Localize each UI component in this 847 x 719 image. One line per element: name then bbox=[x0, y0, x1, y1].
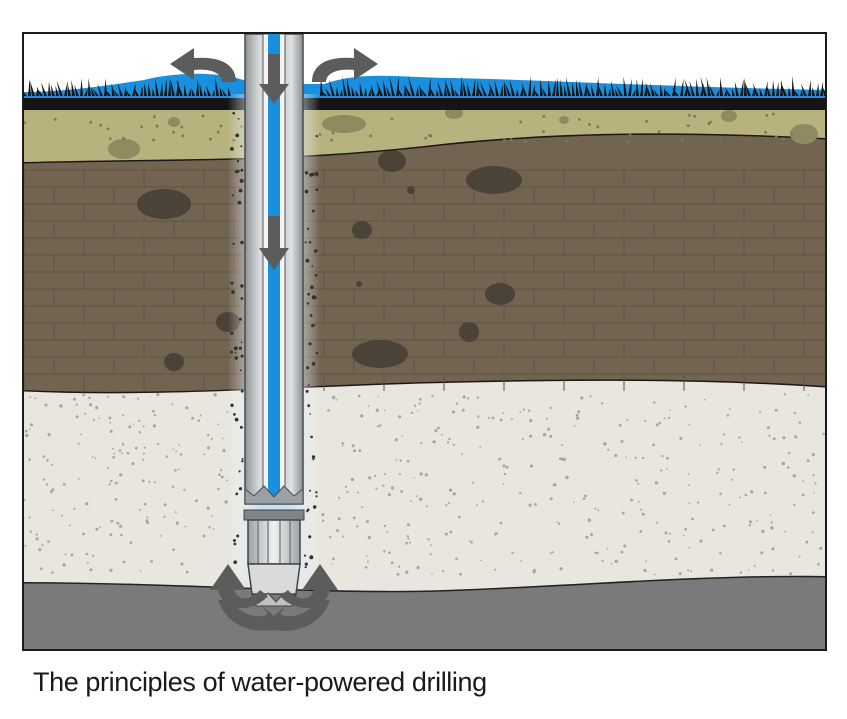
curved-arrow-icon bbox=[170, 48, 236, 82]
grass bbox=[24, 76, 825, 96]
topsoil-layer bbox=[24, 108, 825, 162]
curved-arrow-icon bbox=[210, 564, 282, 631]
cuttings-particles bbox=[230, 111, 319, 569]
sand-dots bbox=[24, 392, 825, 576]
arrow-down-icon bbox=[259, 216, 289, 270]
drill-bit bbox=[243, 509, 305, 607]
clay-brick-lines bbox=[24, 169, 825, 391]
diagram-frame bbox=[22, 32, 827, 651]
drilling-diagram bbox=[24, 34, 825, 649]
arrow-down-icon bbox=[259, 54, 289, 104]
sand-layer bbox=[24, 379, 825, 591]
curved-arrow-icon bbox=[312, 48, 378, 82]
clay-stones bbox=[137, 150, 522, 371]
figure-caption: The principles of water-powered drilling bbox=[33, 667, 487, 697]
curved-arrow-icon bbox=[266, 564, 338, 631]
